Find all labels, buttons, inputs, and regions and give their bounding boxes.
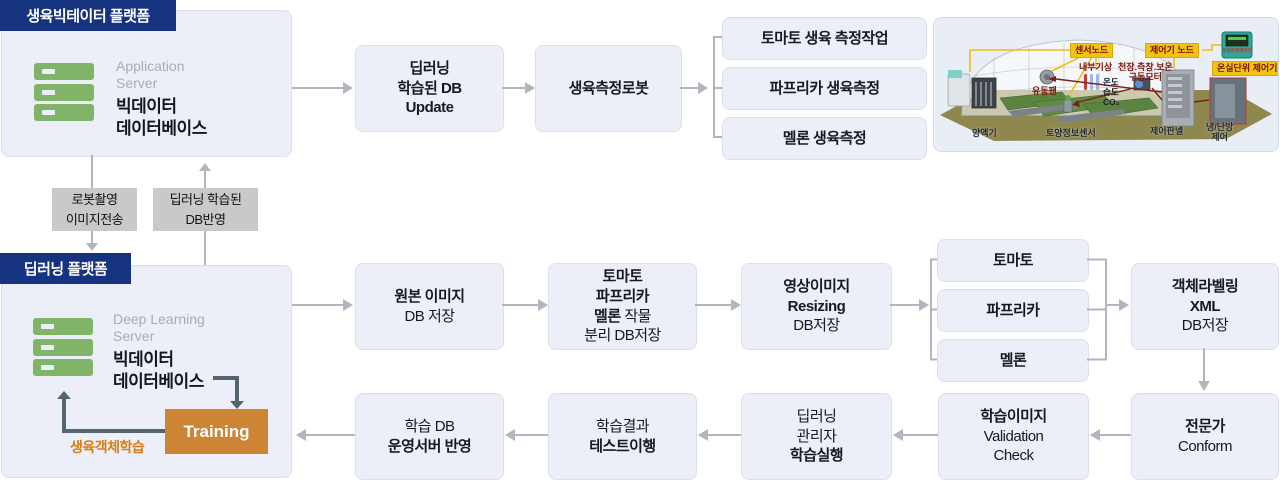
- greenhouse-label-controller-node: 제어기 노드: [1145, 43, 1199, 58]
- box-growth-robot: 생육측정로봇: [535, 45, 682, 132]
- greenhouse-label-panel: 제어판넬: [1150, 126, 1184, 136]
- greenhouse-label-sensor-node: 센서노드: [1070, 43, 1114, 58]
- server-bar: [34, 63, 94, 80]
- greenhouse-label-inner-weather: 내부기상: [1079, 62, 1113, 72]
- server-bar: [33, 359, 93, 376]
- server-type-label: Application Server: [116, 58, 185, 92]
- training-caption: 생육객체학습: [70, 439, 145, 455]
- server-bar: [34, 83, 94, 101]
- box-crop-tomato: 토마토: [937, 239, 1089, 282]
- greenhouse-label-fan: 유동팬: [1032, 86, 1057, 96]
- server-type-label: Deep Learning Server: [113, 311, 205, 345]
- server-bar: [33, 338, 93, 356]
- box-task-paprika: 파프리카 생육측정: [722, 67, 927, 110]
- box-task-melon: 멜론 생육측정: [722, 117, 927, 160]
- server-bar: [33, 318, 93, 335]
- greenhouse-illustration: [940, 31, 1272, 141]
- server-icon: [34, 63, 94, 121]
- training-box: Training: [165, 409, 268, 454]
- box-crop-melon: 멜론: [937, 339, 1089, 382]
- deep-learning-platform-tag: 딥러닝 플랫폼: [0, 253, 131, 284]
- server-bar: [34, 104, 94, 121]
- greenhouse-label-nutrient: 양액기: [972, 128, 997, 138]
- box-task-tomato: 토마토 생육 측정작업: [722, 17, 927, 60]
- greenhouse-label-soil-sensor: 토양정보센서: [1046, 128, 1096, 138]
- box-crop-paprika: 파프리카: [937, 289, 1089, 332]
- greenhouse-label-unit-controller: 온실단위 제어기: [1212, 61, 1278, 76]
- server-icon: [33, 318, 93, 376]
- greenhouse-label-device: 복합환경제어기: [1222, 48, 1252, 53]
- bigdata-platform-tag: 생육빅테이터 플랫폼: [0, 0, 176, 31]
